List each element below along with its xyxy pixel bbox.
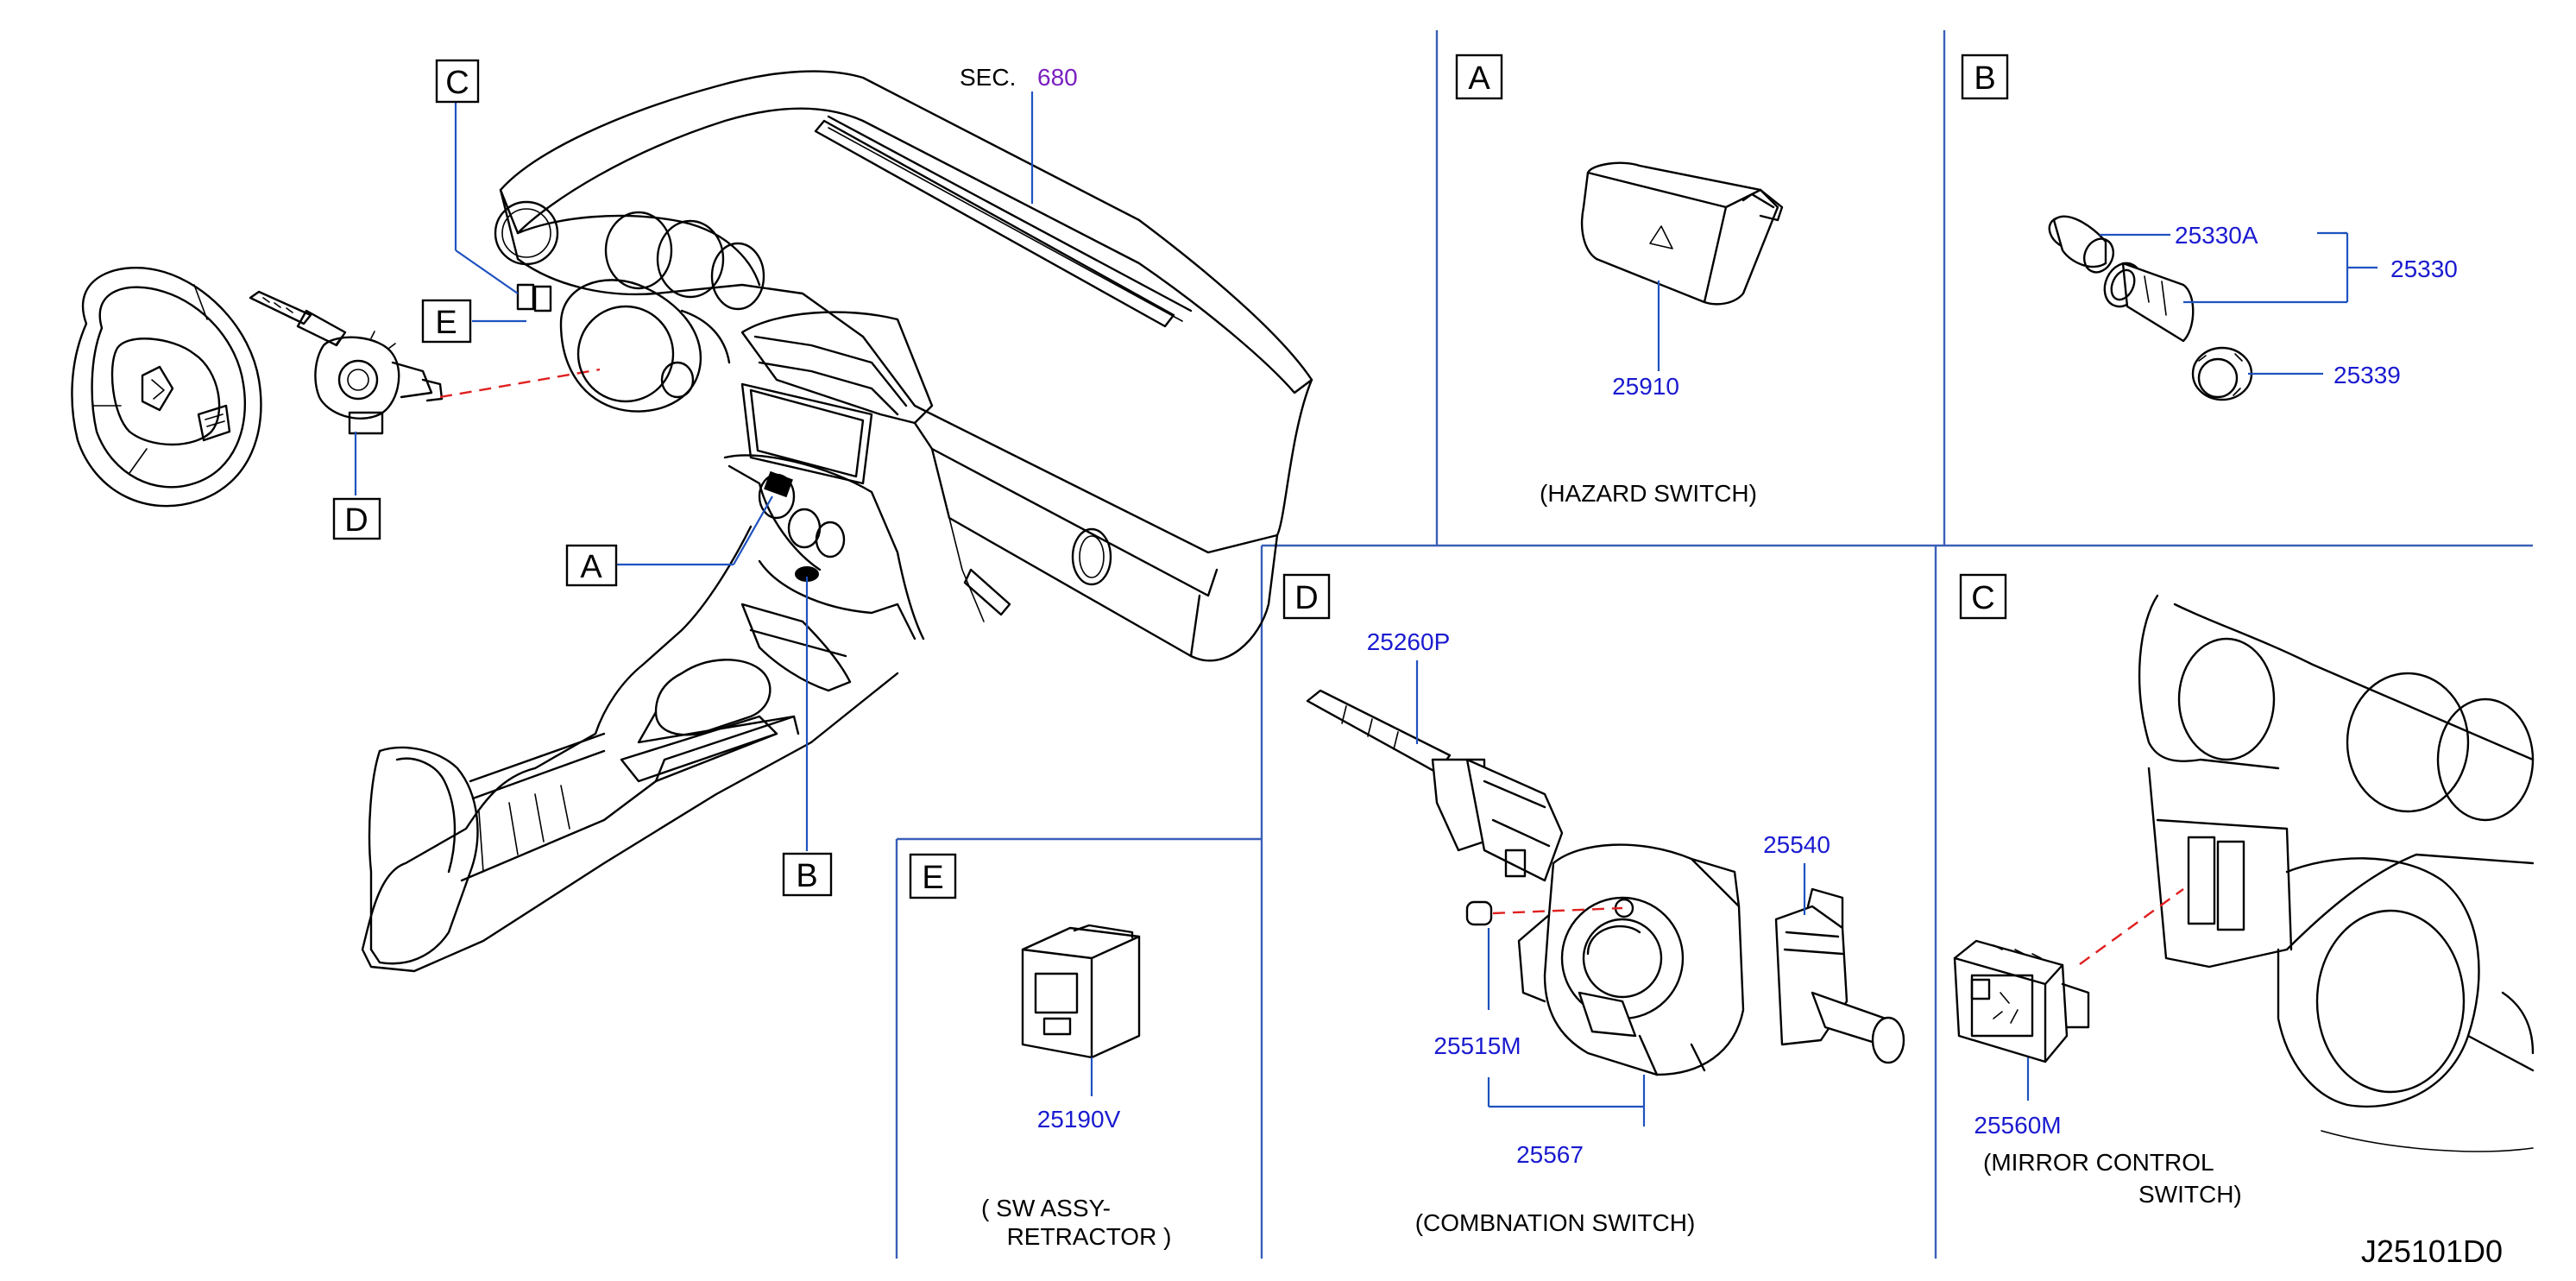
svg-text:E: E <box>922 860 943 896</box>
part-number-25560M: 25560M <box>1974 1112 2061 1139</box>
callout-b: B <box>782 852 833 897</box>
svg-text:C: C <box>445 65 469 101</box>
part-number-25330A: 25330A <box>2175 222 2258 249</box>
panel-d: D <box>1282 573 1905 1236</box>
sensor-plug-drawing <box>1465 900 1493 926</box>
svg-text:C: C <box>1971 580 1994 616</box>
svg-text:A: A <box>580 549 602 585</box>
mirror-switch-drawing <box>1953 939 2090 1063</box>
overview-leaders <box>354 92 1034 851</box>
wiper-stalk-drawing <box>1774 887 1905 1064</box>
part-number-25190V: 25190V <box>1037 1106 1121 1133</box>
spiral-cable-drawing <box>1517 843 1745 1076</box>
part-number-25910: 25910 <box>1612 373 1679 400</box>
panel-dividers <box>895 30 2533 1259</box>
callout-d: D <box>332 497 381 540</box>
part-number-25515M: 25515M <box>1433 1032 1521 1059</box>
svg-text:B: B <box>1974 60 1995 97</box>
svg-text:D: D <box>344 502 368 539</box>
part-number-25260P: 25260P <box>1367 628 1451 655</box>
svg-text:D: D <box>1294 580 1318 616</box>
diagram-code: J25101D0 <box>2361 1234 2503 1269</box>
part-number-25330: 25330 <box>2390 256 2458 282</box>
svg-text:A: A <box>1468 60 1490 97</box>
svg-text:SEC.: SEC. <box>960 64 1016 91</box>
section-reference: SEC. 680 <box>960 64 1078 91</box>
panel-c-caption-line2: SWITCH) <box>2138 1181 2242 1208</box>
callout-c: C <box>435 59 480 104</box>
part-number-25540: 25540 <box>1763 831 1830 858</box>
panel-e-caption-line2: RETRACTOR ) <box>1007 1223 1172 1250</box>
retractor-switch-drawing <box>1021 924 1141 1059</box>
part-number-25339: 25339 <box>2334 362 2401 388</box>
panel-a: A 25910 (HAZARD SWITCH) <box>1455 54 1784 507</box>
svg-text:B: B <box>796 858 817 894</box>
steering-wheel-drawing <box>71 266 262 508</box>
part-number-25567: 25567 <box>1516 1141 1584 1168</box>
panel-e-caption-line1: ( SW ASSY- <box>981 1195 1111 1221</box>
hazard-switch-drawing <box>1580 161 1784 306</box>
dashboard-closeup-drawing <box>2138 594 2535 1152</box>
outlet-ring-drawing <box>2191 346 2253 401</box>
combination-switch-small-drawing <box>249 290 444 435</box>
outlet-cap-drawing <box>2048 215 2114 274</box>
panel-b: B 25330A 25330 25339 <box>1961 54 2458 401</box>
instrument-panel-drawing <box>361 70 1313 973</box>
callout-a: A <box>565 544 618 587</box>
panel-c: C 25560M (MIRRO <box>1953 573 2535 1208</box>
svg-text:680: 680 <box>1037 64 1078 91</box>
panel-a-caption: (HAZARD SWITCH) <box>1540 480 1757 507</box>
panel-c-caption-line1: (MIRROR CONTROL <box>1983 1149 2214 1176</box>
turn-signal-stalk-drawing <box>1306 689 1564 882</box>
outlet-socket-drawing <box>2103 262 2195 343</box>
svg-text:E: E <box>435 305 457 341</box>
panel-e: E 25190V ( SW ASSY- RETRACTOR ) <box>909 853 1172 1250</box>
panel-d-caption: (COMBNATION SWITCH) <box>1415 1209 1696 1236</box>
callout-e: E <box>421 299 472 344</box>
